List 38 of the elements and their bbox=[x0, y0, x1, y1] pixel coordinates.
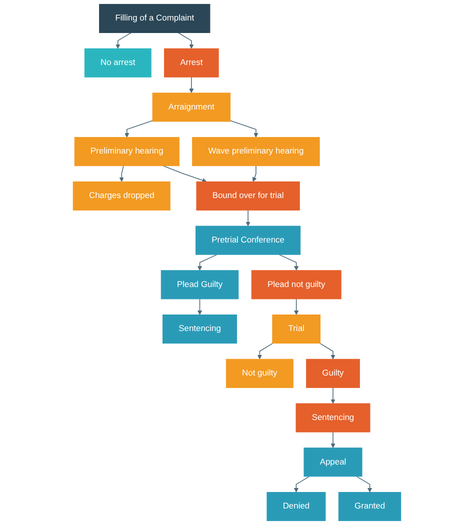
arrow bbox=[230, 120, 258, 138]
arrow bbox=[116, 32, 132, 49]
node-box: Plead not guilty bbox=[251, 270, 342, 300]
arrow bbox=[320, 342, 336, 360]
arrow bbox=[119, 165, 124, 182]
arrow bbox=[294, 298, 299, 315]
arrow bbox=[356, 476, 372, 492]
node-box: Plead Guilty bbox=[160, 270, 239, 300]
node-box: Bound over for trial bbox=[196, 181, 300, 210]
node-box: Pretrial Conference bbox=[196, 226, 301, 255]
node-box: Arrest bbox=[164, 48, 219, 78]
node-box: Preliminary hearing bbox=[74, 137, 180, 166]
arrow bbox=[252, 165, 257, 182]
node-box: Granted bbox=[338, 492, 402, 522]
arrow bbox=[189, 76, 194, 94]
arrow bbox=[178, 32, 194, 49]
arrow bbox=[257, 342, 274, 360]
node-box: Charges dropped bbox=[72, 181, 170, 210]
arrow bbox=[197, 298, 202, 315]
node-box: Trial bbox=[272, 314, 320, 344]
node-box: Sentencing bbox=[296, 403, 370, 432]
arrow bbox=[330, 432, 336, 448]
node-box: No arrest bbox=[84, 48, 152, 78]
node-box: Guilty bbox=[306, 358, 360, 388]
node-box: Arraignment bbox=[152, 92, 231, 122]
node-box: Sentencing bbox=[162, 314, 238, 344]
arrow bbox=[197, 254, 218, 271]
node-box: Denied bbox=[266, 492, 326, 522]
arrow bbox=[124, 120, 153, 138]
node-box: Wave preliminary hearing bbox=[192, 137, 320, 166]
arrow bbox=[246, 210, 250, 226]
node-box: Appeal bbox=[304, 448, 362, 477]
node-box: Filling of a Complaint bbox=[99, 4, 210, 33]
arrow bbox=[278, 254, 299, 271]
arrow bbox=[330, 387, 336, 404]
arrow bbox=[162, 165, 207, 183]
arrow bbox=[294, 476, 310, 492]
node-box: Not guilty bbox=[226, 358, 294, 388]
